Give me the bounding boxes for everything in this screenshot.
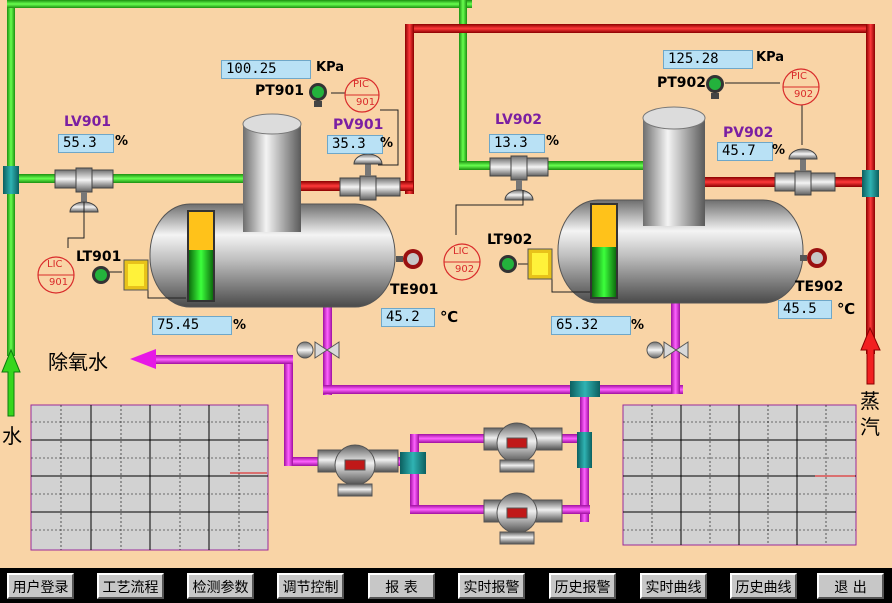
steam-label-top: 蒸: [860, 389, 880, 413]
lt902-tag: LT902: [487, 232, 533, 248]
control-valve-pv902[interactable]: [774, 148, 836, 196]
pic-902-num: 902: [794, 89, 814, 100]
tee-fitting: [400, 452, 426, 474]
lic-902-tag: LIC: [453, 246, 469, 257]
pic-901-num: 901: [356, 97, 376, 108]
te901-tag: TE901: [390, 282, 439, 298]
lv901-tag: LV901: [64, 114, 112, 130]
tee-fitting: [862, 170, 879, 197]
nav-button-regulation-control[interactable]: 调节控制: [277, 573, 344, 599]
lic-901-bubble[interactable]: [37, 256, 75, 294]
temperature-unit: ℃: [837, 300, 856, 318]
nav-button-history-alarm[interactable]: 历史报警: [549, 573, 616, 599]
steam-inlet-arrow: [860, 326, 881, 385]
deaerator-tank-902: [557, 106, 804, 304]
trend-chart-left: [30, 404, 269, 551]
level902-value: 65.32: [551, 316, 631, 335]
process-diagram: [1, 0, 881, 551]
lv902-value: 13.3: [489, 134, 545, 153]
te902-tag: TE902: [795, 279, 844, 295]
deaerated-water-label: 除氧水: [48, 350, 108, 374]
percent-unit: %: [115, 134, 129, 149]
lt901-tag: LT901: [76, 249, 122, 265]
temperature-sensor-icon: [396, 249, 423, 269]
pic-902-bubble[interactable]: [782, 68, 820, 106]
pt902-value: 125.28: [663, 50, 753, 69]
level-fill: [592, 205, 616, 247]
tee-fitting: [570, 381, 600, 397]
level-transmitter-icon: [92, 259, 149, 291]
nav-button-report[interactable]: 报 表: [368, 573, 435, 599]
pressure-transmitter-icon: [706, 75, 724, 99]
pressure-unit: KPa: [756, 50, 785, 65]
lic-902-num: 902: [455, 264, 475, 275]
water-inlet-arrow: [1, 348, 21, 417]
gate-valve[interactable]: [296, 341, 340, 359]
pic-901-tag: PIC: [353, 79, 369, 90]
steam-label-bottom: 汽: [860, 415, 880, 439]
deaerator-tank-901: [149, 113, 396, 308]
level901-value: 75.45: [152, 316, 232, 335]
control-valve-lv902[interactable]: [489, 155, 549, 201]
water-label: 水: [2, 424, 22, 448]
percent-unit: %: [772, 143, 786, 158]
temp902-value: 45.5: [778, 300, 832, 319]
level-fill: [592, 247, 616, 297]
lv901-value: 55.3: [58, 134, 114, 153]
pt901-tag: PT901: [255, 83, 305, 99]
control-valve-lv901[interactable]: [54, 167, 114, 213]
pv901-tag: PV901: [333, 117, 384, 133]
pic-902-tag: PIC: [791, 71, 807, 82]
pic-901-bubble[interactable]: [344, 77, 380, 113]
lv902-tag: LV902: [495, 112, 543, 128]
pv901-value: 35.3: [327, 135, 383, 154]
percent-unit: %: [631, 318, 645, 333]
pt901-value: 100.25: [221, 60, 311, 79]
temp901-value: 45.2: [381, 308, 435, 327]
control-valve-pv901[interactable]: [339, 153, 401, 201]
pump[interactable]: [483, 492, 563, 545]
nav-button-history-curve[interactable]: 历史曲线: [730, 573, 797, 599]
trend-chart-right: [622, 404, 857, 546]
percent-unit: %: [233, 318, 247, 333]
tee-fitting: [577, 432, 592, 468]
temperature-unit: ℃: [440, 308, 459, 326]
lic-902-bubble[interactable]: [443, 243, 481, 281]
tee-fitting: [3, 166, 19, 194]
level-transmitter-icon: [499, 248, 553, 280]
pump[interactable]: [317, 444, 399, 497]
nav-button-measurement-params[interactable]: 检测参数: [187, 573, 254, 599]
nav-button-realtime-curve[interactable]: 实时曲线: [640, 573, 707, 599]
pv902-tag: PV902: [723, 125, 774, 141]
gate-valve[interactable]: [646, 341, 689, 359]
nav-button-exit[interactable]: 退 出: [817, 573, 884, 599]
pt902-tag: PT902: [657, 75, 707, 91]
nav-button-process-flow[interactable]: 工艺流程: [97, 573, 164, 599]
lic-901-tag: LIC: [47, 259, 63, 270]
level-fill: [189, 250, 213, 300]
temperature-sensor-icon: [800, 248, 827, 268]
lic-901-num: 901: [49, 277, 69, 288]
percent-unit: %: [380, 136, 394, 151]
pv902-value: 45.7: [717, 142, 773, 161]
pump[interactable]: [483, 422, 563, 473]
nav-button-user-login[interactable]: 用户登录: [7, 573, 74, 599]
percent-unit: %: [546, 134, 560, 149]
nav-button-realtime-alarm[interactable]: 实时报警: [458, 573, 525, 599]
pressure-transmitter-icon: [309, 83, 327, 107]
level-fill: [189, 212, 213, 250]
pressure-unit: KPa: [316, 60, 345, 75]
process-canvas: PIC 901 PIC 902 LIC 901 LIC 902 100.25 K…: [0, 0, 892, 568]
